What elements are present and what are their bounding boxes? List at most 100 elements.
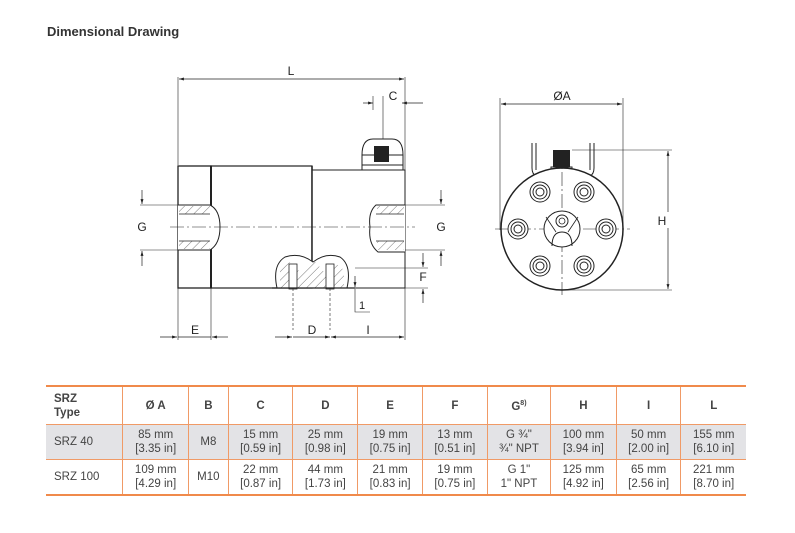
column-header-I: I — [615, 385, 682, 425]
cell-value-line: 21 mm — [372, 464, 408, 476]
label-I: I — [366, 323, 369, 337]
label-G-right: G — [436, 220, 445, 234]
cell-value-line: [8.70 in] — [693, 478, 735, 490]
cell-D: 44 mm[1.73 in] — [292, 459, 359, 496]
column-header-C: C — [227, 385, 294, 425]
cell-value-line: 100 mm — [562, 429, 605, 441]
label-H: H — [658, 214, 667, 228]
cell-value-line: 13 mm — [437, 429, 473, 441]
front-view-labels: ØA H — [553, 89, 669, 228]
cell-F: 13 mm [0.51 in] — [422, 424, 488, 460]
column-header-B: B — [188, 385, 229, 425]
cell-value-line: G ¾" — [506, 429, 532, 441]
cell-value-line: [4.29 in] — [135, 478, 177, 490]
header-label: D — [321, 399, 330, 412]
cell-type: SRZ 40 — [46, 424, 124, 460]
cell-value-line: 25 mm — [307, 429, 343, 441]
cell-value-line: M8 — [200, 436, 217, 448]
cell-value-line: 221 mm — [692, 464, 735, 476]
side-view-labels: L C G G F 1 E D I — [137, 64, 445, 337]
cell-A: 109 mm [4.29 in] — [122, 459, 189, 496]
side-view — [140, 77, 445, 340]
cell-value-line: [0.51 in] — [434, 443, 476, 455]
cell-value-line: [3.94 in] — [562, 443, 604, 455]
cell-H: 100 mm [3.94 in] — [550, 424, 617, 460]
cell-G: G ¾" ¾" NPT — [486, 424, 552, 460]
bolt — [573, 181, 595, 203]
page-title: Dimensional Drawing — [47, 24, 180, 39]
header-label: B — [204, 399, 213, 412]
cell-value-line: [2.56 in] — [628, 478, 670, 490]
bolt — [573, 255, 595, 277]
cell-D: 25 mm [0.98 in] — [292, 424, 359, 460]
cell-value-line: [2.00 in] — [628, 443, 670, 455]
label-D: D — [308, 323, 317, 337]
label-G-left: G — [137, 220, 146, 234]
header-label: E — [386, 399, 394, 412]
cell-value-line: 22 mm — [243, 464, 279, 476]
cell-value-line: 19 mm — [437, 464, 473, 476]
cell-B: M8 — [188, 424, 229, 460]
cell-type: SRZ 100 — [46, 459, 124, 496]
header-line: Type — [54, 406, 80, 419]
column-header-L: L — [680, 385, 746, 425]
cell-G: G 1" 1" NPT — [486, 459, 552, 496]
header-label: L — [710, 399, 718, 412]
header-label: G — [511, 400, 521, 413]
cell-L: 221 mm [8.70 in] — [680, 459, 746, 496]
cell-value-line: 19 mm — [372, 429, 408, 441]
label-1: 1 — [359, 300, 365, 312]
header-label: H — [579, 399, 588, 412]
cell-value-line: [0.83 in] — [369, 478, 411, 490]
bolt-pattern — [507, 181, 617, 277]
cell-value-line: 50 mm — [631, 429, 667, 441]
bolt-hole-right — [325, 263, 335, 290]
footnote-marker: 8) — [520, 400, 527, 408]
cell-C: 22 mm [0.87 in] — [227, 459, 294, 496]
cell-value-line: 85 mm — [138, 429, 174, 441]
cell-value-line: 155 mm — [692, 429, 735, 441]
header-label: F — [451, 399, 459, 412]
column-header-D: D — [292, 385, 359, 425]
cell-value-line: [0.98 in] — [304, 443, 346, 455]
cell-E: 21 mm [0.83 in] — [357, 459, 423, 496]
cell-value-line: [0.75 in] — [369, 443, 411, 455]
label-L: L — [288, 64, 295, 78]
cell-F: 19 mm [0.75 in] — [422, 459, 488, 496]
dimensional-drawing: L C G G F 1 E D I — [137, 64, 672, 340]
cell-L: 155 mm [6.10 in] — [680, 424, 746, 460]
cell-value-line: 1" NPT — [500, 478, 538, 490]
column-header-G: G8) — [486, 385, 552, 425]
cell-value-line: [0.87 in] — [240, 478, 282, 490]
cell-I: 65 mm[2.56 in] — [615, 459, 682, 496]
label-E: E — [191, 323, 199, 337]
cell-value-line: [0.75 in] — [434, 478, 476, 490]
column-header-H: H — [550, 385, 617, 425]
cell-C: 15 mm[0.59 in] — [227, 424, 294, 460]
cell-value-line: M10 — [197, 471, 220, 483]
column-header-F: F — [422, 385, 488, 425]
connector-thread — [374, 146, 389, 162]
cell-A: 85 mm [3.35 in] — [122, 424, 189, 460]
table-row: SRZ 100 109 mm [4.29 in] M10 22 mm [0.87 in] 4… — [46, 459, 746, 496]
header-label: Ø A — [145, 399, 166, 412]
cell-E: 19 mm [0.75 in] — [357, 424, 423, 460]
cell-value-line: ¾" NPT — [499, 443, 539, 455]
cell-value-line: 44 mm — [307, 464, 343, 476]
bolt — [529, 255, 551, 277]
label-C: C — [389, 89, 398, 103]
cell-value-line: [6.10 in] — [693, 443, 735, 455]
cell-value-line: [3.35 in] — [135, 443, 177, 455]
cell-value-line: 109 mm — [134, 464, 177, 476]
cell-value-line: G 1" — [507, 464, 531, 476]
bolt — [529, 181, 551, 203]
column-header-E: E — [357, 385, 423, 425]
cell-value-line: 15 mm — [243, 429, 279, 441]
connector-top — [553, 150, 570, 168]
cell-I: 50 mm [2.00 in] — [615, 424, 682, 460]
cell-B: M10 — [188, 459, 229, 496]
center-hub — [543, 210, 581, 248]
